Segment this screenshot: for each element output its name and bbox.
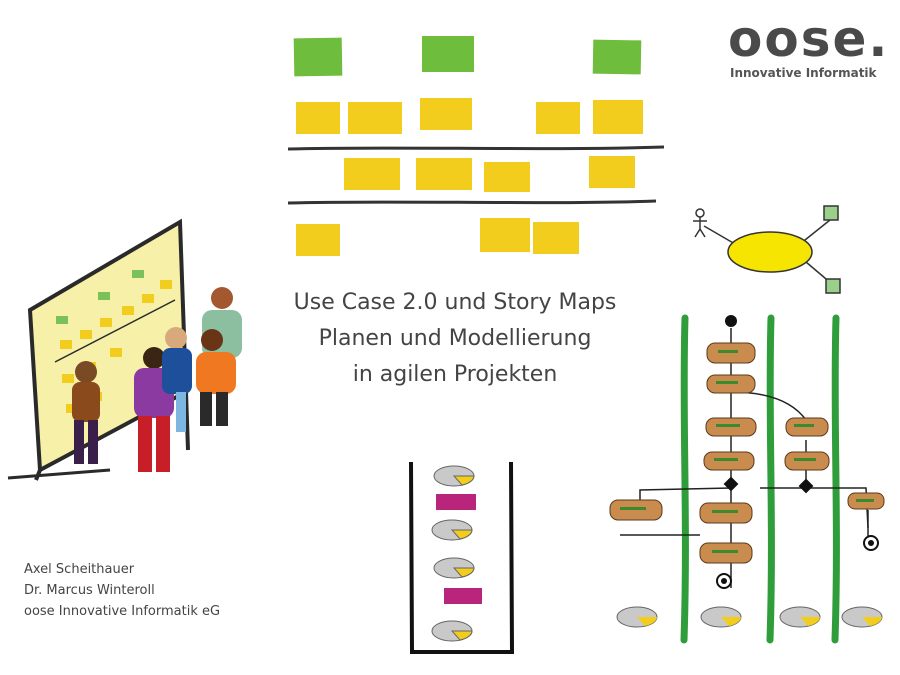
backlog-column	[409, 461, 515, 654]
backlog-item	[444, 588, 482, 604]
actor-icon	[695, 208, 705, 218]
system-cube-icon	[825, 278, 841, 294]
story-map-note	[593, 100, 643, 134]
title-line-1: Use Case 2.0 und Story Maps	[293, 290, 617, 315]
story-map-note	[420, 98, 472, 130]
author-name-2: Dr. Marcus Winteroll	[24, 583, 155, 598]
story-map-note	[344, 158, 400, 190]
initial-node-icon	[725, 315, 737, 327]
story-map-note	[296, 224, 340, 256]
story-map-note	[348, 102, 402, 134]
title-line-3: in agilen Projekten	[352, 362, 558, 387]
release-line	[287, 145, 665, 151]
story-map-note	[589, 156, 635, 188]
system-cube-icon	[823, 205, 839, 221]
team-at-board-illustration	[7, 218, 242, 481]
story-map	[287, 36, 665, 256]
logo-subtitle: Innovative Informatik	[730, 66, 877, 80]
author-name-1: Axel Scheithauer	[24, 562, 135, 577]
story-map-note	[536, 102, 580, 134]
author-organization: oose Innovative Informatik eG	[24, 604, 221, 619]
decision-node-icon	[723, 476, 739, 492]
title-line-2: Planen und Modellierung	[318, 326, 592, 351]
story-map-note	[480, 218, 530, 252]
story-map-note	[484, 162, 530, 192]
story-map-note	[416, 158, 472, 190]
backlog-item	[436, 494, 476, 510]
story-map-epic-note	[422, 36, 474, 72]
author-block: Axel Scheithauer Dr. Marcus Winteroll oo…	[24, 559, 220, 622]
story-map-note	[533, 222, 579, 254]
activity-diagram	[609, 314, 885, 644]
logo-wordmark: oose.	[728, 10, 890, 68]
use-case-ellipse	[727, 231, 813, 273]
story-map-epic-note	[592, 39, 642, 75]
use-case-slice-icons	[616, 606, 883, 628]
story-map-epic-note	[293, 37, 343, 77]
use-case-diagram	[693, 205, 841, 294]
decision-node-icon	[798, 478, 814, 494]
release-line	[287, 199, 657, 205]
slide-title: Use Case 2.0 und Story Maps Planen und M…	[250, 285, 660, 393]
oose-logo: oose. Innovative Informatik	[724, 14, 894, 84]
story-map-note	[296, 102, 340, 134]
